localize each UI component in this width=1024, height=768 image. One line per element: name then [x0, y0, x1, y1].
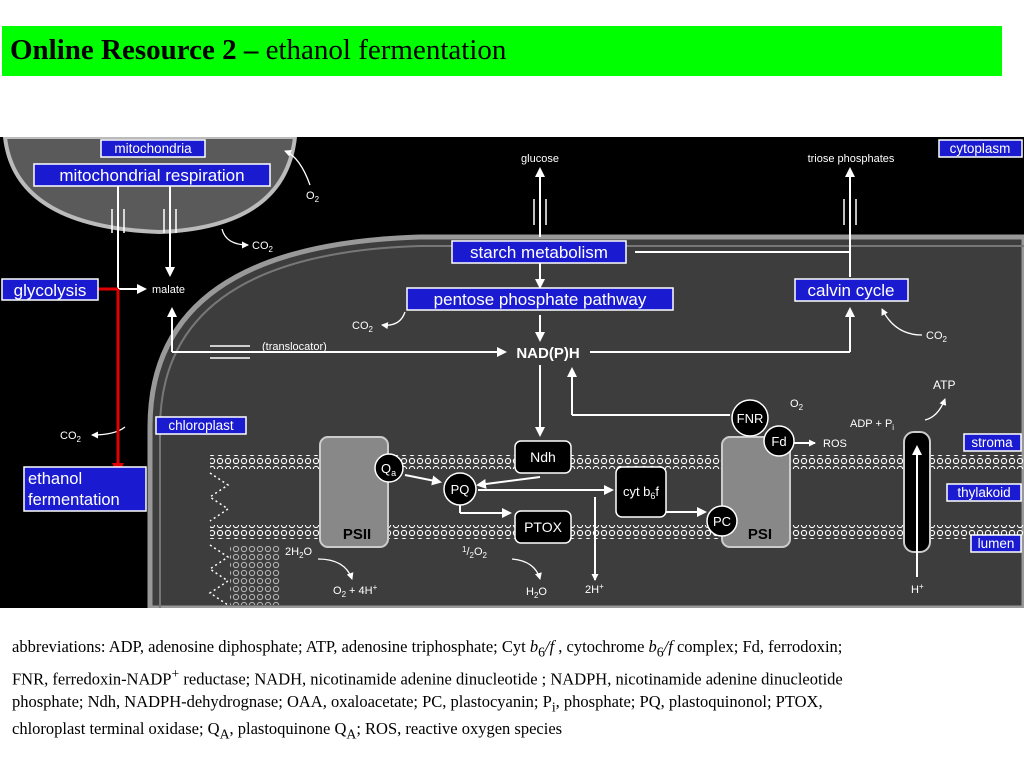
cytb6f-complex [615, 466, 667, 518]
co2-calvin-label: CO2 [926, 330, 948, 344]
o2-fd-label: O2 [790, 398, 804, 412]
thylakoid-membrane-bottom [210, 525, 1024, 539]
thylakoid-label-box [946, 483, 1022, 502]
ppp-box [406, 287, 674, 311]
stroma-label: stroma [971, 435, 1013, 450]
starch-label: starch metabolism [470, 243, 608, 262]
mitochondria-label: mitochondria [114, 141, 192, 156]
psii-label: PSII [343, 526, 371, 543]
thylakoid-label: thylakoid [957, 485, 1010, 500]
psi-label: PSI [748, 526, 772, 543]
cytoplasm-label: cytoplasm [950, 141, 1011, 156]
fd-carrier [763, 425, 795, 457]
glycolysis-label: glycolysis [14, 281, 87, 300]
qa-label: Qa [381, 461, 396, 478]
pc-label: PC [713, 514, 731, 529]
half-o2-label: 1/2O2 [462, 545, 488, 560]
fermentation-label: fermentation [28, 491, 120, 509]
ptox-label: PTOX [524, 519, 563, 535]
cytb6f-label: cyt b6f [623, 484, 659, 501]
adp-label: ADP + Pi [850, 418, 894, 432]
co2-mito-label: CO2 [252, 240, 274, 254]
co2-ferment-label: CO2 [60, 430, 82, 444]
ros-label: ROS [823, 438, 847, 450]
cytoplasm-label-box [938, 139, 1023, 158]
pq-label: PQ [451, 482, 470, 497]
psii-complex [319, 436, 389, 548]
calvin-box [794, 278, 909, 302]
glucose-label: glucose [521, 153, 559, 165]
chloroplast-label: chloroplast [168, 418, 234, 433]
fd-label: Fd [771, 434, 786, 449]
triose-label: triose phosphates [808, 153, 895, 165]
page-title: Online Resource 2 – ethanol fermentation [10, 34, 507, 66]
qa-carrier [374, 453, 404, 483]
h-plus-label: H+ [911, 582, 924, 596]
chloroplast-label-box [155, 416, 247, 435]
lumen-label: lumen [978, 536, 1015, 551]
ethanol-label: ethanol [28, 470, 82, 488]
pq-carrier [443, 472, 477, 506]
stroma-label-box [963, 433, 1022, 452]
fnr-label: FNR [737, 411, 764, 426]
ptox-complex [514, 510, 572, 544]
mito-respiration-box [33, 163, 271, 187]
starch-box [451, 240, 627, 264]
ethanol-fermentation-box [23, 466, 147, 512]
ndh-label: Ndh [530, 449, 556, 465]
o2-4h-label: O2+ 4H+ [333, 583, 378, 599]
o2-mito-label: O2 [306, 190, 320, 204]
pc-carrier [706, 505, 738, 537]
mitochondria-label-box [100, 139, 206, 158]
ndh-complex [514, 440, 572, 474]
psi-complex [721, 436, 791, 548]
mito-respiration-label: mitochondrial respiration [59, 166, 244, 185]
pathway-diagram: mitochondria mitochondrial respiration c… [0, 137, 1024, 608]
thylakoid-membrane-top [210, 455, 1024, 469]
fnr-carrier [731, 399, 769, 437]
two-h-label: 2H+ [585, 582, 604, 596]
ppp-label: pentose phosphate pathway [434, 290, 647, 309]
water-label: 2H2O [285, 546, 313, 560]
thylakoid-stack [208, 472, 230, 606]
nadph-label: NAD(P)H [516, 345, 579, 362]
atp-label: ATP [933, 378, 955, 392]
abbreviations-footer: abbreviations: ADP, adenosine diphosphat… [12, 637, 843, 742]
translocator-label: (translocator) [262, 341, 327, 353]
lumen-label-box [970, 534, 1022, 553]
title-bar [2, 26, 1002, 76]
co2-ppp-label: CO2 [352, 320, 374, 334]
glycolysis-box [1, 278, 99, 301]
calvin-label: calvin cycle [808, 281, 895, 300]
malate-label: malate [152, 284, 185, 296]
h2o-label: H2O [526, 586, 547, 600]
